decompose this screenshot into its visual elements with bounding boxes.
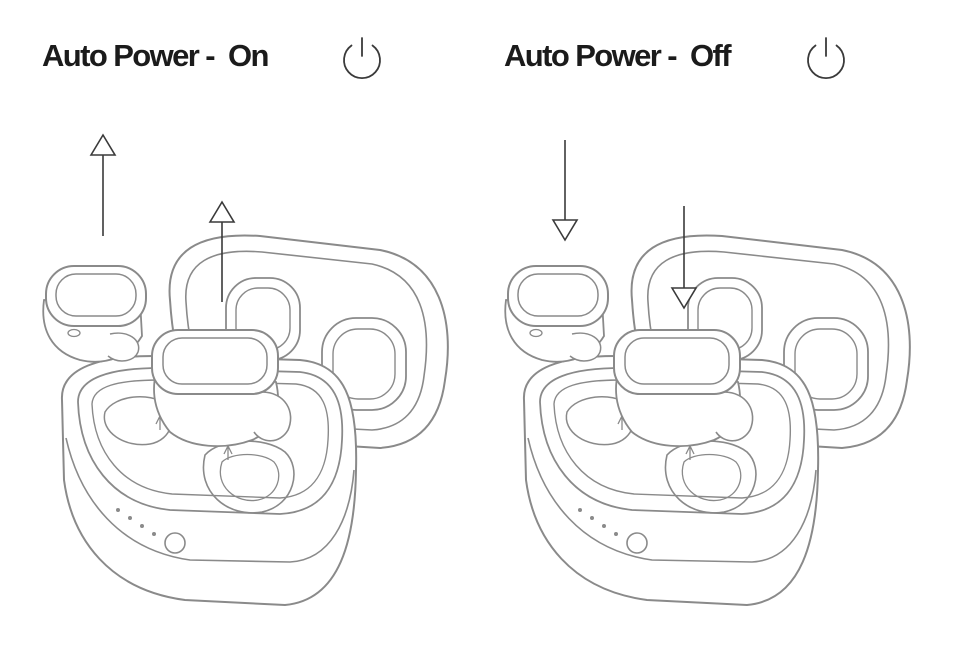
arrow-down-icon [551,140,579,242]
earbuds-case-illustration-off [504,234,911,606]
arrow-down-icon [670,206,698,310]
power-icon [807,37,845,80]
auto-power-off-title: Auto Power - Off [504,38,732,73]
arrow-up-icon [208,200,236,302]
auto-power-on-title: Auto Power - On [42,38,269,73]
arrow-up-icon [89,133,117,236]
power-icon [343,37,381,80]
earbuds-case-illustration-on [42,234,449,606]
